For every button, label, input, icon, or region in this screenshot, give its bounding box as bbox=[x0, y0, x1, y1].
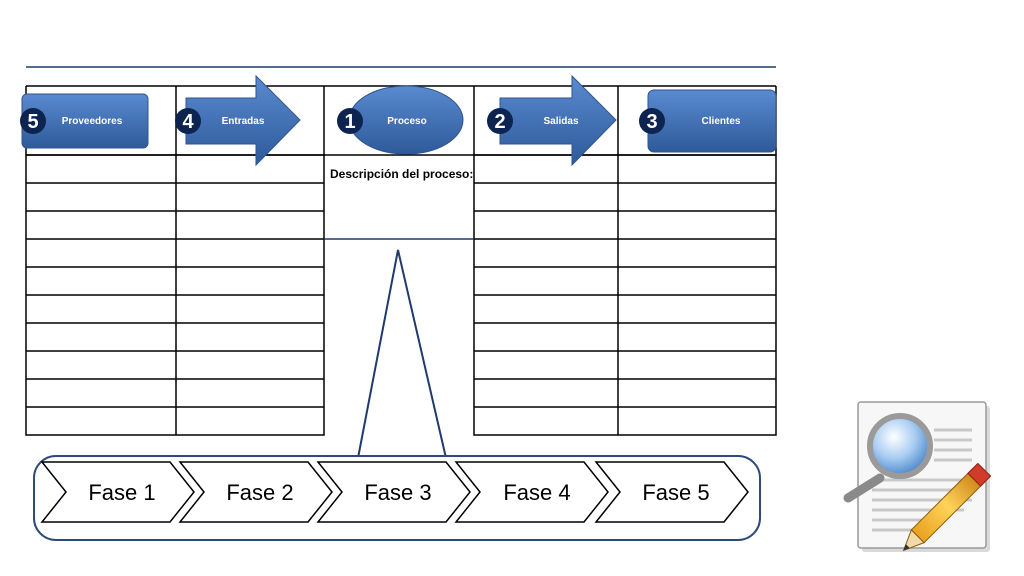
proceso-number: 1 bbox=[344, 111, 355, 133]
phase-3-label: Fase 3 bbox=[364, 480, 431, 505]
entradas-arrow bbox=[185, 74, 301, 167]
salidas-number-badge bbox=[487, 108, 513, 134]
sipoc-entradas: 4 Entradas bbox=[175, 74, 301, 167]
clientes-number: 3 bbox=[646, 111, 657, 133]
proveedores-number: 5 bbox=[27, 111, 38, 133]
proveedores-label: Proveedores bbox=[62, 116, 123, 127]
phase-3: Fase 3 bbox=[316, 461, 471, 523]
sipoc-clientes: 3 Clientes bbox=[639, 89, 777, 153]
pencil-icon bbox=[902, 462, 992, 552]
phase-5: Fase 5 bbox=[594, 461, 749, 523]
phase-1-chevron bbox=[40, 461, 195, 523]
sipoc-salidas: 2 Salidas bbox=[487, 74, 617, 167]
entradas-number-badge bbox=[175, 108, 201, 134]
sipoc-proceso: 1 Proceso bbox=[337, 85, 464, 155]
phase-2-label: Fase 2 bbox=[226, 480, 293, 505]
proceso-number-badge bbox=[337, 108, 363, 134]
left-grid bbox=[25, 154, 325, 436]
phase-5-chevron bbox=[594, 461, 749, 523]
phase-3-chevron bbox=[316, 461, 471, 523]
entradas-number: 4 bbox=[182, 111, 194, 133]
phase-1-label: Fase 1 bbox=[88, 480, 155, 505]
document-edit-icon bbox=[843, 401, 992, 552]
description-label: Descripción del proceso: bbox=[330, 167, 473, 181]
proveedores-number-badge bbox=[20, 108, 46, 134]
phase-4-label: Fase 4 bbox=[503, 480, 570, 505]
salidas-label: Salidas bbox=[543, 116, 578, 127]
sipoc-proveedores: 5 Proveedores bbox=[20, 93, 149, 149]
right-grid bbox=[473, 154, 777, 436]
salidas-number: 2 bbox=[494, 111, 505, 133]
phase-4-chevron bbox=[454, 461, 609, 523]
magnifier-lens bbox=[867, 413, 933, 479]
phase-2: Fase 2 bbox=[178, 461, 333, 523]
phase-4: Fase 4 bbox=[454, 461, 609, 523]
entradas-label: Entradas bbox=[222, 116, 265, 127]
process-spike bbox=[357, 249, 447, 459]
proceso-label: Proceso bbox=[387, 116, 426, 127]
clientes-label: Clientes bbox=[702, 116, 741, 127]
salidas-arrow bbox=[499, 74, 617, 167]
phase-1: Fase 1 bbox=[40, 461, 195, 523]
clientes-number-badge bbox=[639, 108, 665, 134]
phase-5-label: Fase 5 bbox=[642, 480, 709, 505]
magnifier-handle bbox=[843, 473, 885, 503]
phase-2-chevron bbox=[178, 461, 333, 523]
